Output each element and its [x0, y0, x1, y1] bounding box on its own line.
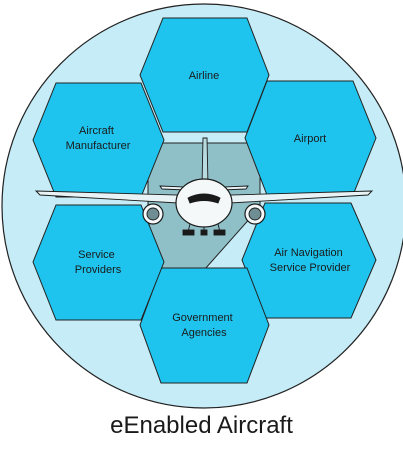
label-line: Service Provider — [270, 262, 351, 274]
diagram-title: eEnabled Aircraft — [110, 412, 293, 439]
eenabled-diagram: Airline Airport Air Navigation Service P… — [1, 3, 403, 409]
hexagon-government: Government Agencies — [139, 267, 270, 384]
label-line: Aircraft — [79, 125, 114, 137]
label-line: Providers — [75, 264, 122, 276]
hexagon-shape — [241, 202, 377, 319]
hexagon-label: Government Agencies — [172, 312, 236, 339]
hexagon-label: Airport — [294, 133, 326, 145]
hexagon-label: Airline — [189, 70, 220, 82]
hexagon-shape — [32, 204, 165, 321]
label-line: Service — [78, 249, 115, 261]
label-line: Government — [172, 312, 233, 324]
hexagon-label: Air Navigation Service Provider — [270, 247, 351, 274]
label-line: Air Navigation — [274, 247, 342, 259]
hexagon-airline: Airline — [139, 17, 270, 133]
hexagon-air-navigation: Air Navigation Service Provider — [241, 202, 377, 319]
hexagon-shape — [139, 267, 270, 384]
hexagon-label: Aircraft Manufacturer — [66, 125, 131, 152]
hexagon-label: Service Providers — [75, 249, 122, 276]
hexagon-airport: Airport — [244, 80, 377, 196]
label-line: Agencies — [181, 327, 227, 339]
hexagon-aircraft-manufacturer: Aircraft Manufacturer — [32, 82, 165, 198]
label-line: Manufacturer — [66, 140, 131, 152]
label-line: Airport — [294, 133, 326, 145]
hexagon-service-providers: Service Providers — [32, 204, 165, 321]
airplane-icon — [34, 137, 374, 236]
label-line: Airline — [189, 70, 220, 82]
